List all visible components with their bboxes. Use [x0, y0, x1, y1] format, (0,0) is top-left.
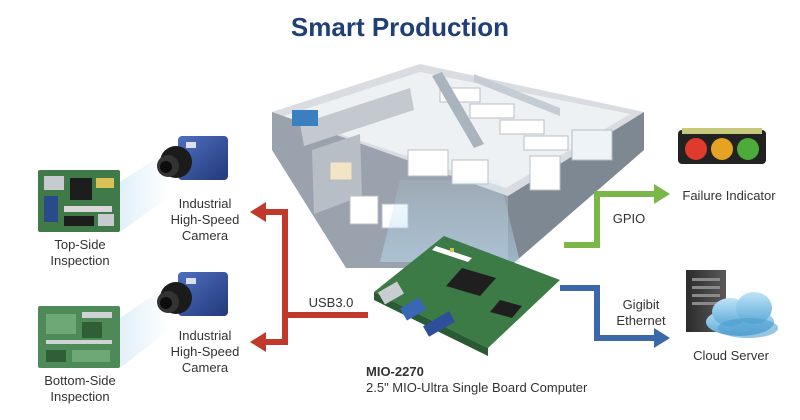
failure-indicator-label: Failure Indicator: [682, 188, 776, 203]
top-side-line2: Inspection: [50, 253, 110, 268]
ethernet-arrow: [560, 285, 670, 348]
ethernet-line1: Gigibit: [622, 297, 660, 312]
board-caption: MIO-2270 2.5" MIO-Ultra Single Board Com…: [366, 364, 626, 396]
top-camera-line3: Camera: [181, 228, 229, 243]
bottom-camera-line3: Camera: [181, 360, 229, 375]
gpio-label: GPIO: [612, 211, 646, 226]
traffic-light-icon: [678, 128, 766, 164]
page-title: Smart Production: [290, 12, 510, 42]
top-side-inspection-label: Top-Side Inspection: [20, 237, 140, 269]
gpio-arrow: [564, 184, 670, 248]
bottom-camera-line1: Industrial: [178, 328, 232, 343]
ethernet-line2: Ethernet: [616, 313, 666, 328]
top-camera-label: Industrial High-Speed Camera: [150, 196, 260, 244]
top-camera-line1: Industrial: [178, 196, 232, 211]
top-side-line1: Top-Side: [54, 237, 106, 252]
bottom-side-line1: Bottom-Side: [44, 373, 116, 388]
bottom-camera-line2: High-Speed: [170, 344, 240, 359]
usb-label: USB3.0: [308, 295, 354, 310]
usb-arrows: [250, 202, 368, 352]
top-camera-line2: High-Speed: [170, 212, 240, 227]
board-description: 2.5" MIO-Ultra Single Board Computer: [366, 380, 588, 395]
top-camera-beam: [120, 150, 170, 232]
bottom-side-line2: Inspection: [50, 389, 110, 404]
cloud-server-label: Cloud Server: [693, 348, 769, 363]
mio-2270-board-image: [374, 236, 560, 356]
bottom-camera-image: [157, 272, 228, 316]
board-model: MIO-2270: [366, 364, 424, 379]
cloud-server-icon: [686, 270, 778, 338]
bottom-side-board-image: [38, 306, 120, 368]
bottom-side-inspection-label: Bottom-Side Inspection: [20, 373, 140, 405]
top-side-board-image: [38, 170, 120, 232]
top-camera-image: [157, 136, 228, 180]
bottom-camera-label: Industrial High-Speed Camera: [150, 328, 260, 376]
factory-floor-illustration: [272, 64, 644, 268]
monitor-wall: [292, 110, 318, 126]
ethernet-label: Gigibit Ethernet: [606, 297, 676, 329]
